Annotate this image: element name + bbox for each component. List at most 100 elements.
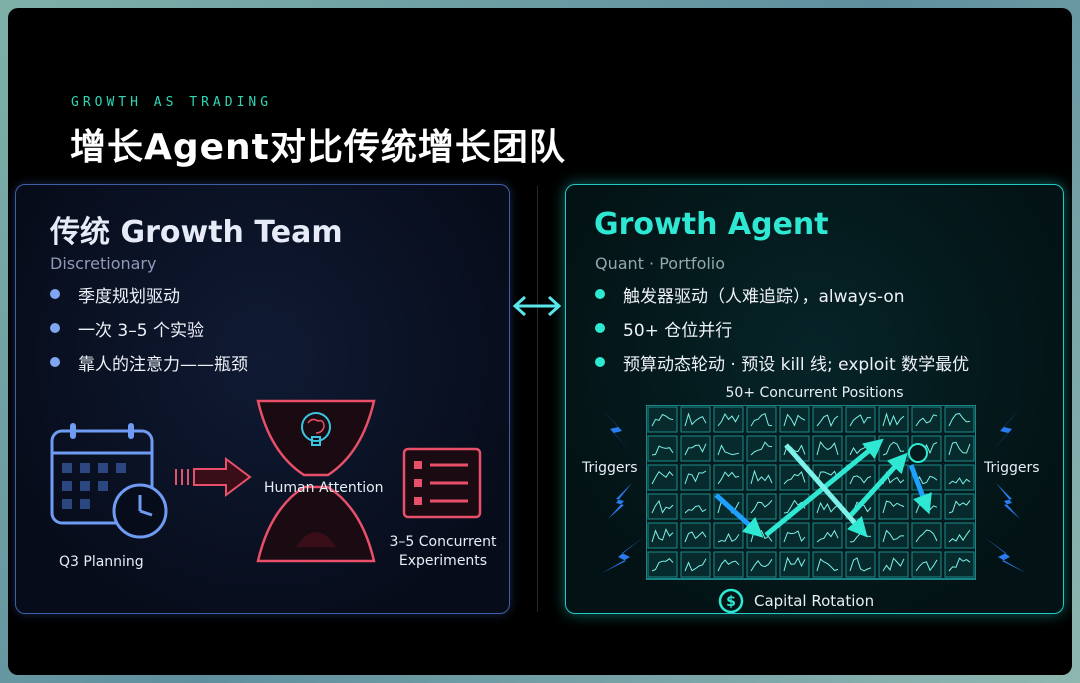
position-sparkline	[750, 441, 773, 456]
rotation-arrow	[764, 438, 884, 537]
position-sparkline	[816, 501, 839, 514]
traditional-panel-subtitle: Discretionary	[50, 254, 157, 273]
position-cell	[647, 435, 678, 462]
bullet-text: 预算动态轮动 · 预设 kill 线; exploit 数学最优	[623, 354, 970, 375]
position-cell	[812, 522, 843, 549]
slide-title: 增长Agent对比传统增长团队	[70, 127, 566, 168]
position-sparkline	[948, 441, 971, 456]
capital-rotation-label: Capital Rotation	[754, 592, 875, 610]
position-cell	[680, 435, 711, 462]
position-sparkline	[684, 412, 707, 427]
position-cell	[911, 493, 942, 520]
position-sparkline	[816, 529, 839, 543]
position-sparkline	[882, 557, 905, 572]
traditional-panel-title: 传统 Growth Team	[50, 215, 343, 250]
position-cell	[680, 464, 711, 491]
position-sparkline	[750, 469, 773, 485]
position-sparkline	[651, 558, 674, 572]
triggers-left-label: Triggers	[582, 460, 638, 476]
position-sparkline	[849, 557, 872, 572]
position-cell	[944, 551, 975, 578]
dollar-sign: $	[726, 594, 736, 610]
position-sparkline	[783, 413, 806, 427]
panel-divider	[537, 186, 538, 612]
experiments-label-line1: 3–5 Concurrent	[389, 534, 497, 550]
position-sparkline	[684, 558, 707, 572]
lightning-icon	[992, 409, 1020, 451]
position-sparkline	[684, 443, 707, 456]
lightning-icon	[608, 483, 632, 519]
position-sparkline	[783, 556, 806, 572]
position-sparkline	[717, 444, 740, 456]
position-sparkline	[882, 529, 904, 543]
position-cell	[878, 406, 909, 433]
bullet-dot-icon	[50, 289, 60, 299]
position-sparkline	[651, 413, 674, 427]
lightning-icon	[602, 537, 644, 573]
position-cell	[779, 522, 810, 549]
position-sparkline	[915, 559, 938, 572]
position-cell	[746, 406, 777, 433]
position-cell	[944, 406, 975, 433]
position-cell	[647, 522, 678, 549]
position-cell	[680, 522, 711, 549]
position-cell	[812, 406, 843, 433]
position-cell	[680, 551, 711, 578]
flow-arrow-icon	[175, 457, 252, 497]
dollar-coin-icon: $	[718, 588, 744, 614]
bullet-dot-icon	[595, 323, 605, 333]
position-sparkline	[882, 500, 905, 514]
position-sparkline	[717, 559, 740, 572]
position-sparkline	[684, 531, 707, 543]
bullet-text: 触发器驱动（人难追踪），always-on	[623, 286, 905, 307]
bullet-text: 季度规划驱动	[78, 286, 180, 307]
bullet-dot-icon	[595, 357, 605, 367]
positions-grid	[646, 405, 976, 580]
position-cell	[911, 522, 942, 549]
position-sparkline	[783, 471, 806, 485]
position-cell	[746, 493, 777, 520]
bullet-item: 季度规划驱动	[50, 277, 248, 311]
position-cell	[878, 551, 909, 578]
hourglass-brain-icon	[256, 399, 376, 563]
position-cell	[878, 435, 909, 462]
attention-label: Human Attention	[264, 480, 384, 496]
position-sparkline	[717, 471, 740, 485]
position-cell	[911, 551, 942, 578]
bullet-text: 50+ 仓位并行	[623, 320, 733, 341]
experiments-label-line2: Experiments	[398, 553, 488, 569]
position-cell	[746, 551, 777, 578]
position-sparkline	[882, 441, 905, 456]
bullet-item: 触发器驱动（人难追踪），always-on	[595, 277, 969, 311]
position-sparkline	[915, 529, 938, 543]
growth-agent-panel: Growth Agent Quant · Portfolio 触发器驱动（人难追…	[565, 184, 1064, 614]
bullet-item: 预算动态轮动 · 预设 kill 线; exploit 数学最优	[595, 345, 969, 379]
position-sparkline	[816, 558, 839, 572]
position-sparkline	[816, 414, 839, 428]
traditional-bullet-list: 季度规划驱动 一次 3–5 个实验 靠人的注意力——瓶颈	[50, 277, 248, 379]
position-cell	[713, 464, 744, 491]
position-sparkline	[684, 470, 707, 485]
position-cell	[713, 435, 744, 462]
lightning-icon	[602, 409, 630, 451]
position-cell	[647, 464, 678, 491]
position-sparkline	[684, 505, 707, 514]
position-cell	[812, 435, 843, 462]
bullet-item: 靠人的注意力——瓶颈	[50, 345, 248, 379]
position-sparkline	[783, 499, 806, 514]
position-sparkline	[915, 475, 938, 485]
lightning-icon	[984, 537, 1026, 573]
rotation-arrow	[908, 464, 932, 515]
bullet-text: 一次 3–5 个实验	[78, 320, 204, 341]
calendar-clock-icon	[50, 423, 168, 539]
bullet-text: 靠人的注意力——瓶颈	[78, 354, 248, 375]
bullet-dot-icon	[50, 323, 60, 333]
rotation-arrow	[784, 443, 868, 538]
position-sparkline	[717, 532, 740, 543]
position-cell	[680, 406, 711, 433]
position-sparkline	[948, 477, 971, 485]
position-sparkline	[948, 529, 971, 543]
position-sparkline	[651, 470, 674, 485]
compare-arrows-icon	[512, 295, 562, 317]
position-sparkline	[948, 500, 971, 514]
